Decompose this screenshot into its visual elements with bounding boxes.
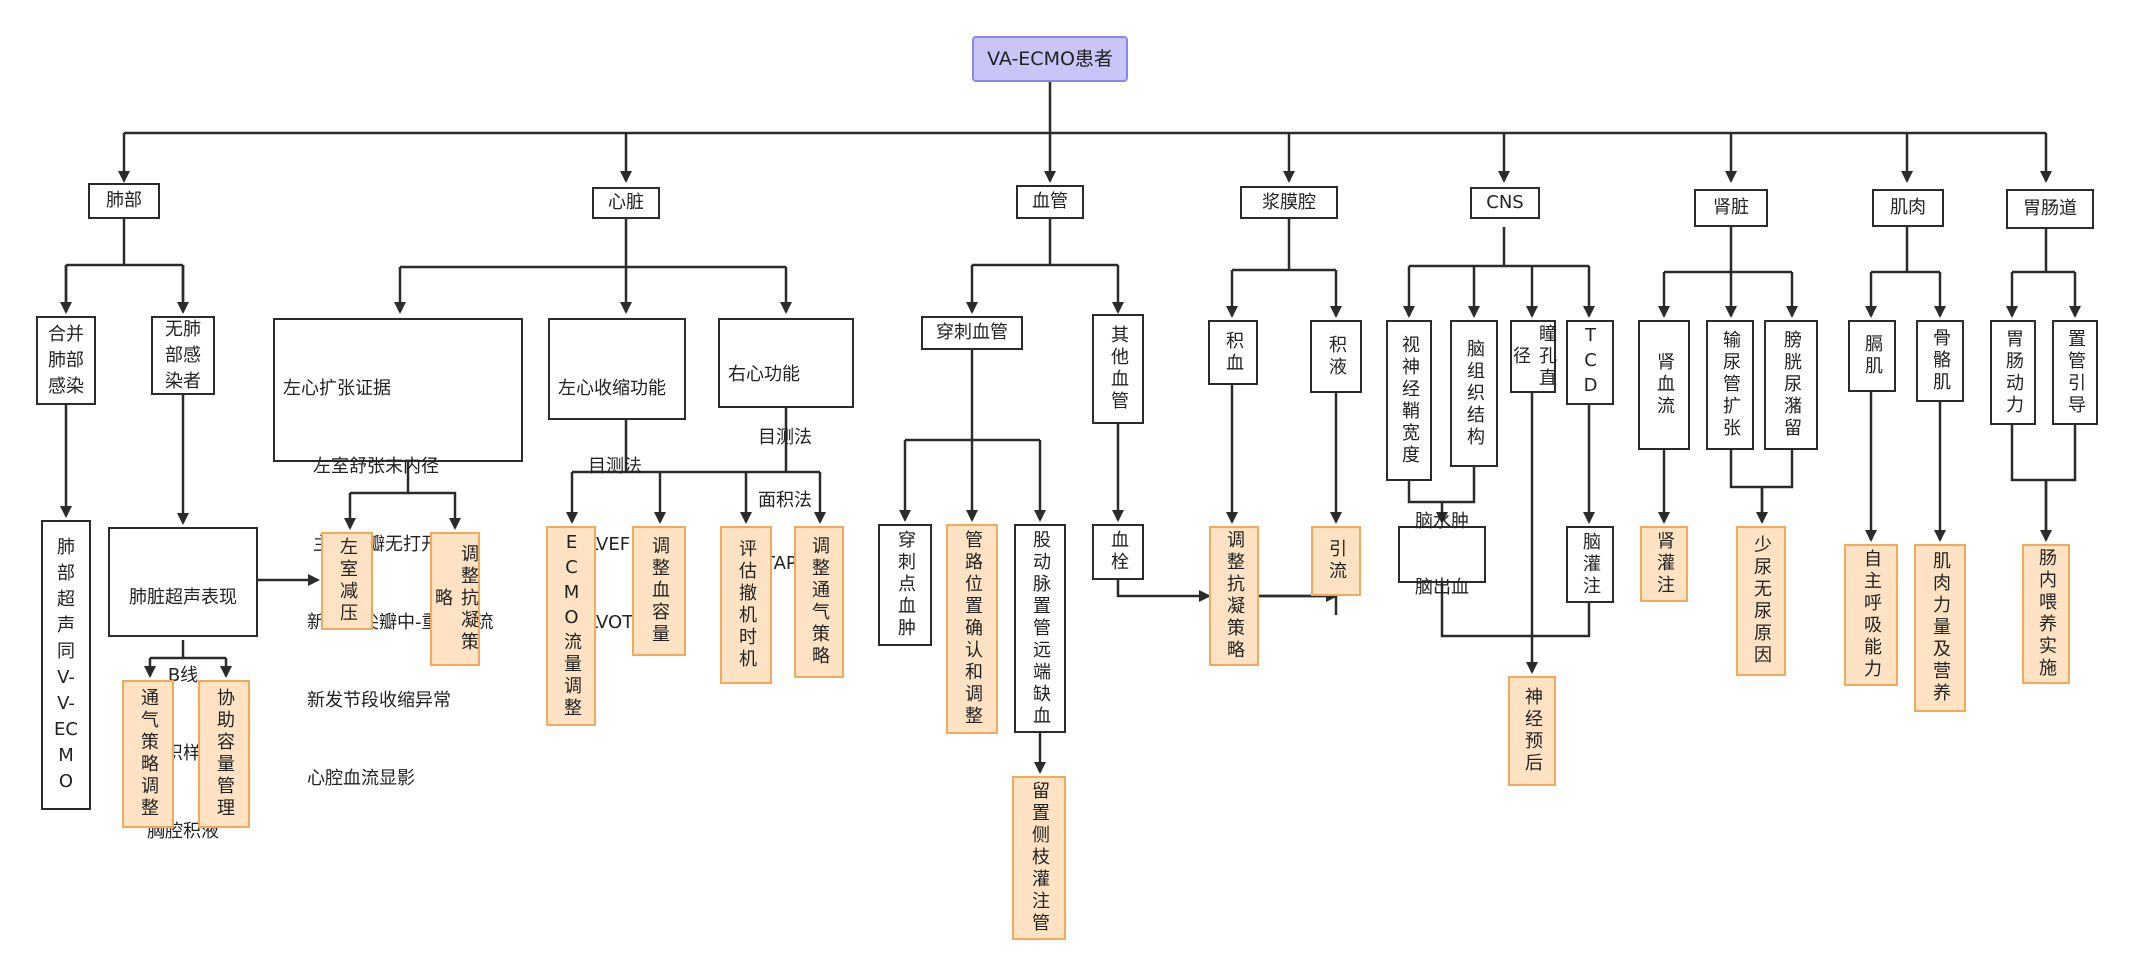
- lv-systolic-text: 左心收缩功能 目测法 LVEF LVOT VTI: [558, 378, 674, 633]
- puncture-vessel-node[interactable]: 穿刺血管: [921, 316, 1023, 350]
- edema-hemorrhage-node[interactable]: 脑水肿 脑出血: [1398, 511, 1486, 598]
- thrombus-node[interactable]: 血栓: [1092, 524, 1144, 580]
- tcd-node[interactable]: TCD: [1566, 320, 1614, 405]
- cns-node[interactable]: CNS: [1470, 187, 1540, 219]
- lung-node[interactable]: 肺部: [88, 183, 160, 219]
- rv-function-node[interactable]: 右心功能 目测法 面积法 TAPSE: [718, 318, 854, 574]
- renal-flow-node[interactable]: 肾血流: [1638, 320, 1690, 450]
- onsd-node[interactable]: 视神经鞘宽度: [1386, 320, 1432, 481]
- hematoma-node[interactable]: 穿刺点血肿: [878, 524, 932, 646]
- gut-label: 胃肠道: [2023, 198, 2077, 219]
- lv-dilation-node[interactable]: 左心扩张证据 左室舒张末内径 主动脉瓣无打开 新发二尖瓣中-重度反流 新发节段收…: [273, 318, 523, 789]
- gi-motility-node[interactable]: 胃肠动力: [1990, 320, 2036, 425]
- lv-systolic-node[interactable]: 左心收缩功能 目测法 LVEF LVOT VTI: [548, 318, 686, 633]
- limb-ischemia-node[interactable]: 股动脉置管远端缺血: [1014, 524, 1066, 733]
- lung-us-vv-label: 肺部超声同V-V-ECMO: [54, 537, 78, 792]
- edema-hemorrhage-text: 脑水肿 脑出血: [1415, 510, 1469, 598]
- tube-guidance-node[interactable]: 置管引导: [2052, 320, 2098, 425]
- hydronephrosis-node[interactable]: 输尿管扩张: [1706, 320, 1754, 450]
- gut-node[interactable]: 胃肠道: [2006, 189, 2094, 229]
- lung-no-infection-label: 无肺部感染者: [165, 318, 201, 392]
- serosa-node[interactable]: 浆膜腔: [1240, 186, 1338, 219]
- wean-timing-output[interactable]: 评估撤机时机: [720, 526, 772, 684]
- heart-vent-output[interactable]: 调整通气策略: [794, 526, 844, 678]
- renal-perfusion-output[interactable]: 肾灌注: [1640, 526, 1688, 602]
- cns-label: CNS: [1486, 192, 1524, 213]
- lung-vent-output[interactable]: 通气策略调整: [122, 680, 174, 828]
- neuro-prognosis-output[interactable]: 神经预后: [1508, 676, 1556, 786]
- serosa-anticoag-output[interactable]: 调整抗凝策略: [1209, 526, 1259, 666]
- enteral-feeding-output[interactable]: 肠内喂养实施: [2022, 544, 2070, 684]
- brain-structure-node[interactable]: 脑组织结构: [1450, 320, 1498, 467]
- lv-decompress-output[interactable]: 左室减压: [321, 532, 373, 630]
- effusion-node[interactable]: 积液: [1310, 320, 1362, 393]
- lung-label: 肺部: [106, 190, 142, 211]
- lung-infection-label: 合并肺部感染: [48, 323, 84, 397]
- vessel-label: 血管: [1032, 191, 1068, 212]
- urinary-retention-node[interactable]: 膀胱尿潴留: [1764, 320, 1818, 450]
- vessel-node[interactable]: 血管: [1016, 185, 1084, 219]
- kidney-node[interactable]: 肾脏: [1694, 189, 1768, 227]
- branch-perfusion-output[interactable]: 留置侧枝灌注管: [1012, 776, 1066, 940]
- drainage-output[interactable]: 引流: [1311, 526, 1361, 596]
- lung-infection-node[interactable]: 合并肺部感染: [36, 316, 96, 405]
- other-vessel-node[interactable]: 其他血管: [1092, 314, 1144, 424]
- kidney-label: 肾脏: [1713, 197, 1749, 218]
- diaphragm-node[interactable]: 膈肌: [1848, 320, 1896, 392]
- adjust-volume-output[interactable]: 调整血容量: [632, 526, 686, 656]
- muscle-node[interactable]: 肌肉: [1872, 189, 1944, 227]
- heart-label: 心脏: [608, 192, 644, 213]
- spontaneous-breathing-output[interactable]: 自主呼吸能力: [1844, 544, 1898, 686]
- oliguria-cause-output[interactable]: 少尿无尿原因: [1736, 526, 1786, 676]
- root-node[interactable]: VA-ECMO患者: [972, 36, 1128, 82]
- muscle-strength-output[interactable]: 肌肉力量及营养: [1914, 544, 1966, 712]
- lung-us-vv-node[interactable]: 肺部超声同V-V-ECMO: [41, 520, 91, 810]
- skeletal-muscle-node[interactable]: 骨骼肌: [1916, 320, 1964, 402]
- cerebral-perfusion-node[interactable]: 脑灌注: [1566, 526, 1614, 603]
- ecmo-flow-output[interactable]: ECMO流量调整: [546, 526, 596, 726]
- rv-function-text: 右心功能 目测法 面积法 TAPSE: [728, 364, 820, 574]
- root-label: VA-ECMO患者: [987, 48, 1113, 70]
- pupil-node[interactable]: 瞳孔直径: [1510, 320, 1557, 393]
- serosa-label: 浆膜腔: [1262, 191, 1316, 213]
- lung-volume-output[interactable]: 协助容量管理: [198, 680, 250, 828]
- heart-anticoag-output[interactable]: 调整抗凝策略: [430, 532, 480, 666]
- cannula-position-output[interactable]: 管路位置确认和调整: [946, 524, 998, 734]
- hemothorax-node[interactable]: 积血: [1208, 320, 1258, 385]
- lung-no-infection-node[interactable]: 无肺部感染者: [151, 316, 215, 395]
- heart-node[interactable]: 心脏: [592, 187, 660, 219]
- muscle-label: 肌肉: [1890, 197, 1926, 218]
- lung-us-findings-node[interactable]: 肺脏超声表现 B线 组织样征 胸腔积液: [108, 527, 258, 842]
